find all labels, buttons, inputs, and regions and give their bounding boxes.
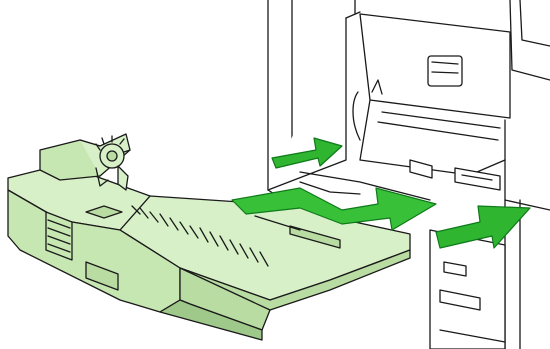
- duplex-unit: [8, 134, 410, 340]
- door-latch-recess: [428, 56, 462, 86]
